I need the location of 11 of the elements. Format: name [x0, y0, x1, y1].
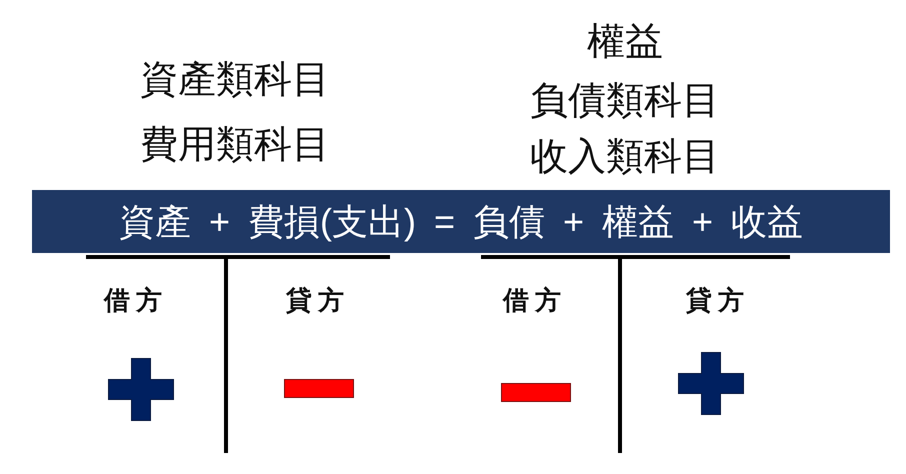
category-label: 費用類科目 — [140, 126, 330, 164]
equation-text: 資產 + 費損(支出) = 負債 + 權益 + 收益 — [118, 204, 804, 240]
category-label: 權益 — [587, 23, 663, 61]
equation-banner — [32, 190, 890, 253]
category-label: 資產類科目 — [140, 61, 330, 99]
column-heading: 借方 — [503, 288, 567, 314]
column-heading: 貸方 — [286, 288, 350, 314]
category-label: 負債類科目 — [530, 82, 720, 120]
category-label: 收入類科目 — [530, 138, 720, 176]
column-heading: 借方 — [104, 288, 168, 314]
column-heading: 貸方 — [686, 288, 750, 314]
